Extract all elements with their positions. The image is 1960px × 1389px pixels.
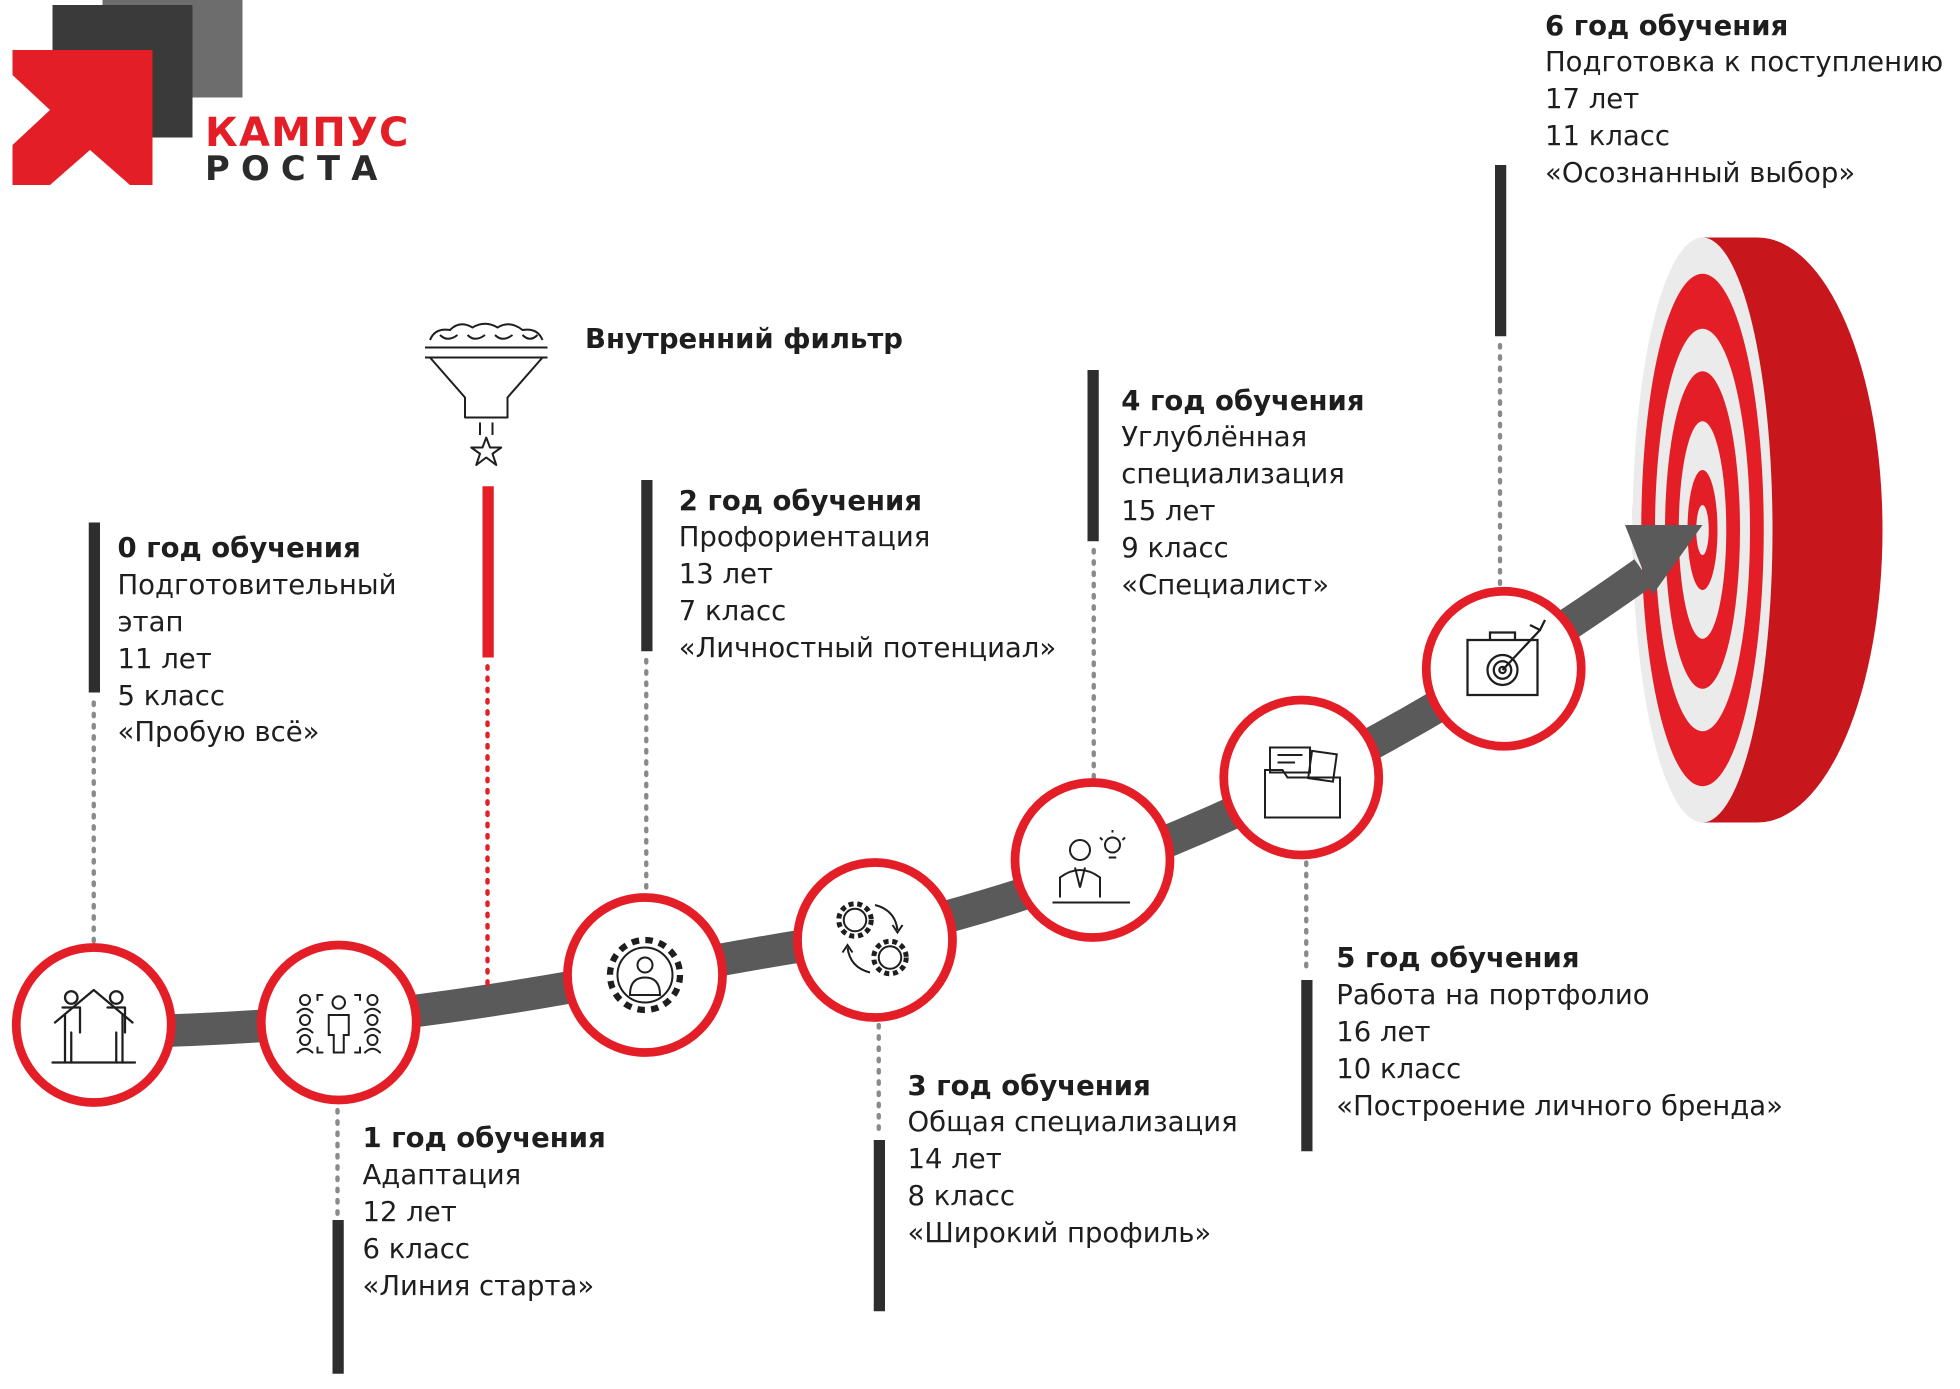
stage-line: «Личностный потенциал» — [678, 632, 1057, 664]
stage-line: 15 лет — [1121, 495, 1216, 528]
stage-line: Общая специализация — [907, 1106, 1238, 1139]
leader-bars — [88, 165, 1507, 1374]
stage-0-text: 0 год обучения Подготовительный этап 11 … — [118, 530, 397, 751]
stage-heading: 5 год обучения — [1336, 942, 1580, 974]
person-idea-icon — [1052, 830, 1130, 904]
stage-line: 12 лет — [362, 1195, 457, 1228]
stage-line: Адаптация — [362, 1158, 522, 1191]
person-gear-icon — [606, 936, 684, 1014]
funnel-star-icon — [425, 322, 548, 466]
stage-line: специализация — [1121, 458, 1345, 491]
logo-line-1: КАМПУС — [205, 110, 410, 156]
stage-1-text: 1 год обучения Адаптация 12 лет 6 класс … — [363, 1120, 606, 1304]
stage-line: Подготовка к поступлению — [1545, 46, 1944, 79]
gears-cycle-icon — [836, 901, 909, 977]
leader-dots — [91, 342, 1503, 1218]
stage-heading: 0 год обучения — [117, 532, 361, 564]
stage-line: 13 лет — [678, 558, 773, 591]
stage-line: «Линия старта» — [362, 1269, 595, 1302]
stage-line: 11 лет — [117, 642, 212, 675]
stage-line: 5 класс — [117, 679, 226, 712]
stage-5-text: 5 год обучения Работа на портфолио 16 ле… — [1336, 940, 1783, 1124]
stage-circles — [11, 586, 1586, 1107]
stage-line: «Специалист» — [1121, 568, 1330, 601]
stage-heading: 6 год обучения — [1545, 9, 1789, 42]
stage-3-text: 3 год обучения Общая специализация 14 ле… — [908, 1068, 1238, 1252]
stage-heading: 2 год обучения — [678, 484, 922, 517]
logo-mark — [12, 0, 243, 185]
logo-wordmark: КАМПУС РОСТА — [205, 110, 430, 193]
stage-line: Работа на портфолио — [1336, 978, 1650, 1011]
stage-line: «Пробую всё» — [117, 716, 320, 749]
stage-line: Углублённая — [1121, 421, 1308, 454]
target-icon — [1632, 237, 1883, 823]
stage-line: этап — [117, 605, 184, 638]
stage-line: 11 класс — [1545, 120, 1671, 153]
stage-line: Подготовительный — [117, 568, 397, 601]
filter-label-block: Внутренний фильтр — [585, 321, 903, 358]
stage-2-text: 2 год обучения Профориентация 13 лет 7 к… — [679, 483, 1056, 667]
stage-6-text: 6 год обучения Подготовка к поступлению … — [1545, 8, 1943, 192]
leader-crowd-icon — [296, 994, 381, 1054]
stage-line: 8 класс — [907, 1180, 1016, 1213]
stage-line: 17 лет — [1545, 83, 1640, 116]
logo-line-2: РОСТА — [205, 148, 389, 188]
stage-line: 6 класс — [362, 1232, 471, 1265]
stage-line: Профориентация — [678, 521, 931, 554]
stage-line: «Построение личного бренда» — [1336, 1089, 1783, 1122]
stage-line: 9 класс — [1121, 532, 1229, 564]
stage-line: «Осознанный выбор» — [1545, 157, 1856, 189]
stage-heading: 4 год обучения — [1121, 384, 1365, 417]
filter-label: Внутренний фильтр — [585, 323, 903, 356]
stage-line: 14 лет — [907, 1143, 1002, 1176]
stage-line: 7 класс — [678, 595, 787, 628]
stage-heading: 1 год обучения — [362, 1122, 606, 1154]
home-people-icon — [51, 988, 137, 1064]
stage-heading: 3 год обучения — [907, 1069, 1151, 1102]
stage-line: 10 класс — [1336, 1052, 1462, 1085]
stage-line: 16 лет — [1336, 1015, 1431, 1048]
stage-line: «Широкий профиль» — [907, 1217, 1212, 1249]
stage-4-text: 4 год обучения Углублённая специализация… — [1121, 383, 1364, 604]
portfolio-folder-icon — [1264, 746, 1341, 819]
briefcase-target-icon — [1466, 619, 1547, 697]
